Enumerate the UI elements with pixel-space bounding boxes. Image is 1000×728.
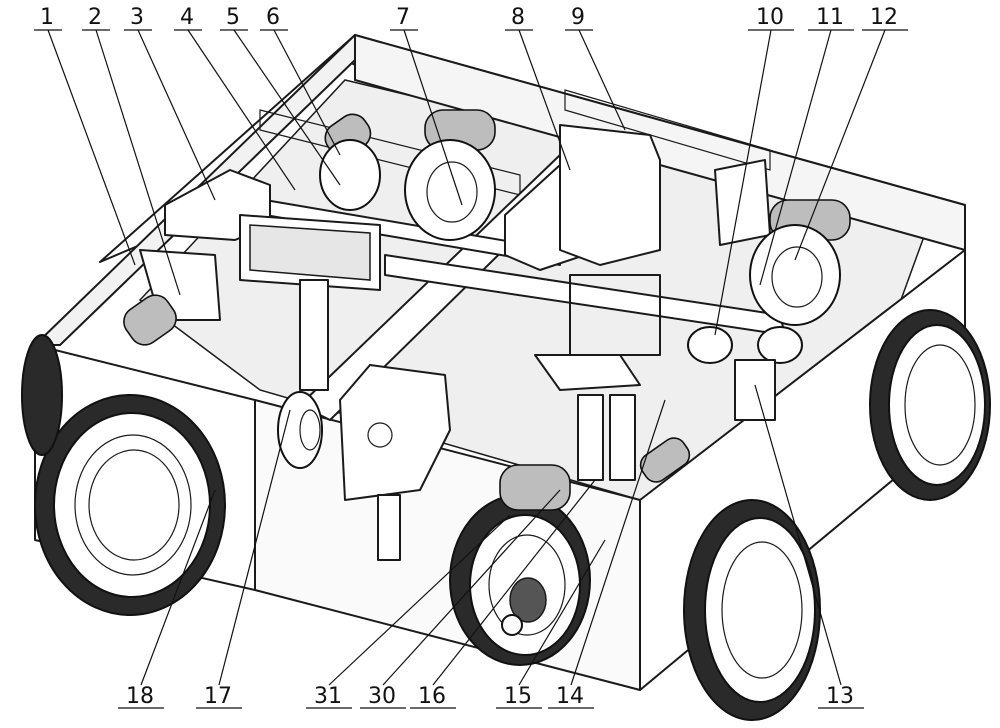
posts xyxy=(299,274,776,561)
label-10: 10 xyxy=(756,5,784,30)
label-11: 11 xyxy=(816,5,844,30)
label-18: 18 xyxy=(126,684,154,709)
label-14: 14 xyxy=(556,684,584,709)
label-2: 2 xyxy=(88,5,102,30)
front-left-wheel xyxy=(21,334,226,616)
label-8: 8 xyxy=(511,5,525,30)
label-1: 1 xyxy=(40,5,54,30)
label-16: 16 xyxy=(418,684,446,709)
label-30: 30 xyxy=(368,684,396,709)
leader-lines xyxy=(34,29,908,709)
label-31: 31 xyxy=(314,684,342,709)
drive-wheel-assembly xyxy=(449,494,591,666)
reference-labels: 1 2 3 4 5 6 7 8 9 10 11 12 13 14 15 16 3… xyxy=(40,5,898,709)
label-13: 13 xyxy=(826,684,854,709)
label-5: 5 xyxy=(226,5,240,30)
label-9: 9 xyxy=(571,5,585,30)
label-15: 15 xyxy=(504,684,532,709)
rear-right-wheel xyxy=(869,309,991,501)
label-7: 7 xyxy=(396,5,410,30)
label-6: 6 xyxy=(266,5,280,30)
label-12: 12 xyxy=(870,5,898,30)
hubs-pulleys xyxy=(277,139,841,469)
front-right-wheel xyxy=(683,499,821,721)
label-4: 4 xyxy=(180,5,194,30)
motor-blocks xyxy=(139,124,771,501)
label-17: 17 xyxy=(204,684,232,709)
label-3: 3 xyxy=(130,5,144,30)
